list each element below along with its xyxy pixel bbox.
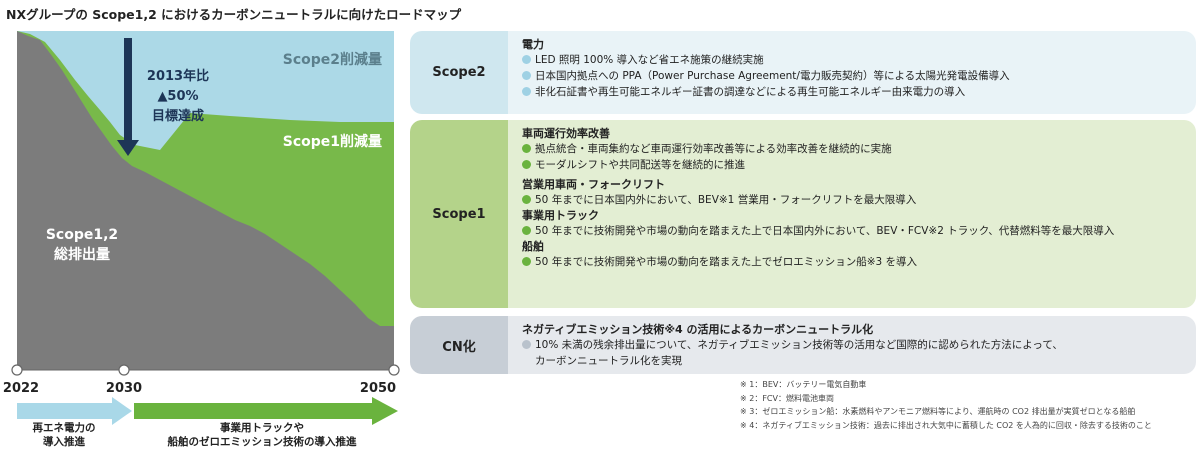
footnote-1: ※ 1：BEV：バッテリー電気自動車 [740, 380, 867, 389]
zero-emission-phase-label-line1: 事業用トラックや [220, 421, 304, 434]
bullet-icon [522, 87, 531, 96]
renewable-phase-label-line2: 導入推進 [43, 435, 85, 448]
scope2-item: LED 照明 100% 導入など省エネ施策の継続実施 [522, 52, 1196, 68]
scope1-details: 車両運行効率改善 拠点統合・車両集約など車両運行効率改善等による効率改善を継続的… [508, 120, 1196, 308]
scope1-item: 50 年までに技術開発や市場の動向を踏まえた上でゼロエミッション船※3 を導入 [522, 254, 1196, 270]
year-2050: 2050 [360, 381, 396, 396]
renewable-phase-label-line1: 再エネ電力の [33, 421, 96, 434]
scope1-row: Scope1 車両運行効率改善 拠点統合・車両集約など車両運行効率改善等による効… [410, 120, 1196, 308]
footnote-2: ※ 2：FCV：燃料電池車両 [740, 393, 834, 403]
cn-pill: CN化 [410, 316, 508, 374]
target-text-line2: ▲50% [157, 89, 198, 104]
footnote-4: ※ 4：ネガティブエミッション技術：過去に排出され大気中に蓄積した CO2 を人… [740, 420, 1152, 430]
scope2-row: Scope2 電力 LED 照明 100% 導入など省エネ施策の継続実施 日本国… [410, 31, 1196, 114]
scope1-heading-ship: 船舶 [522, 240, 544, 253]
year-2030: 2030 [106, 381, 142, 396]
bullet-icon [522, 340, 531, 349]
bullet-icon [522, 160, 531, 169]
scope1-item: 拠点統合・車両集約など車両運行効率改善等による効率改善を継続的に実施 [522, 141, 1196, 157]
bullet-icon [522, 55, 531, 64]
cn-row: CN化 ネガティブエミッション技術※4 の活用によるカーボンニュートラル化 10… [410, 316, 1196, 374]
renewable-phase-arrow [17, 397, 132, 425]
scope1-heading-forklift: 営業用車両・フォークリフト [522, 178, 665, 191]
timeline-marker-2050 [388, 364, 400, 376]
bullet-icon [522, 144, 531, 153]
cn-heading: ネガティブエミッション技術※4 の活用によるカーボンニュートラル化 [522, 323, 874, 336]
bullet-icon [522, 71, 531, 80]
scope2-reduction-label: Scope2削減量 [283, 51, 382, 68]
scope2-details: 電力 LED 照明 100% 導入など省エネ施策の継続実施 日本国内拠点への P… [508, 31, 1196, 114]
timeline-marker-2030 [118, 364, 130, 376]
cn-details: ネガティブエミッション技術※4 の活用によるカーボンニュートラル化 10% 未満… [508, 316, 1196, 374]
scope1-heading-truck: 事業用トラック [522, 209, 599, 222]
bullet-icon [522, 195, 531, 204]
page-title: NXグループの Scope1,2 におけるカーボンニュートラルに向けたロードマッ… [6, 7, 462, 22]
total-emissions-label-line2: 総排出量 [54, 246, 110, 263]
scope1-reduction-label: Scope1削減量 [283, 133, 382, 150]
bullet-icon [522, 226, 531, 235]
total-emissions-area [17, 31, 394, 370]
timeline-marker-2022 [11, 364, 23, 376]
scope1-item: モーダルシフトや共同配送等を継続的に推進 [522, 157, 1196, 173]
cn-item: 10% 未満の残余排出量について、ネガティブエミッション技術等の活用など国際的に… [522, 337, 1196, 353]
scope2-pill: Scope2 [410, 31, 508, 114]
year-2022: 2022 [3, 381, 39, 396]
scope2-item: 日本国内拠点への PPA（Power Purchase Agreement/電力… [522, 68, 1196, 84]
target-text-line1: 2013年比 [147, 68, 209, 84]
footnotes: ※ 1：BEV：バッテリー電気自動車 ※ 2：FCV：燃料電池車両 ※ 3：ゼロ… [740, 378, 1152, 432]
scope2-item: 非化石証書や再生可能エネルギー証書の調達などによる再生可能エネルギー由来電力の導… [522, 84, 1196, 100]
zero-emission-phase-arrow [134, 397, 398, 425]
target-arrow-shaft [124, 38, 132, 142]
roadmap-chart: Scope2削減量 Scope1削減量 2013年比 ▲50% 目標達成 Sco… [3, 31, 400, 448]
scope1-item: 50 年までに日本国内外において、BEV※1 営業用・フォークリフトを最大限導入 [522, 192, 1196, 208]
target-text-line3: 目標達成 [152, 108, 204, 124]
target-arrow-head [117, 140, 139, 156]
scope1-heading-vehicle-efficiency: 車両運行効率改善 [522, 127, 610, 140]
footnote-3: ※ 3：ゼロエミッション船：水素燃料やアンモニア燃料等により、運航時の CO2 … [740, 407, 1136, 416]
total-emissions-label-line1: Scope1,2 [46, 227, 118, 243]
scope2-heading: 電力 [522, 38, 544, 51]
bullet-icon [522, 257, 531, 266]
scope1-pill: Scope1 [410, 120, 508, 308]
cn-item-continuation: カーボンニュートラル化を実現 [535, 355, 682, 367]
zero-emission-phase-label-line2: 船舶のゼロエミッション技術の導入推進 [168, 435, 357, 448]
scope1-item: 50 年までに技術開発や市場の動向を踏まえた上で日本国内外において、BEV・FC… [522, 223, 1196, 239]
